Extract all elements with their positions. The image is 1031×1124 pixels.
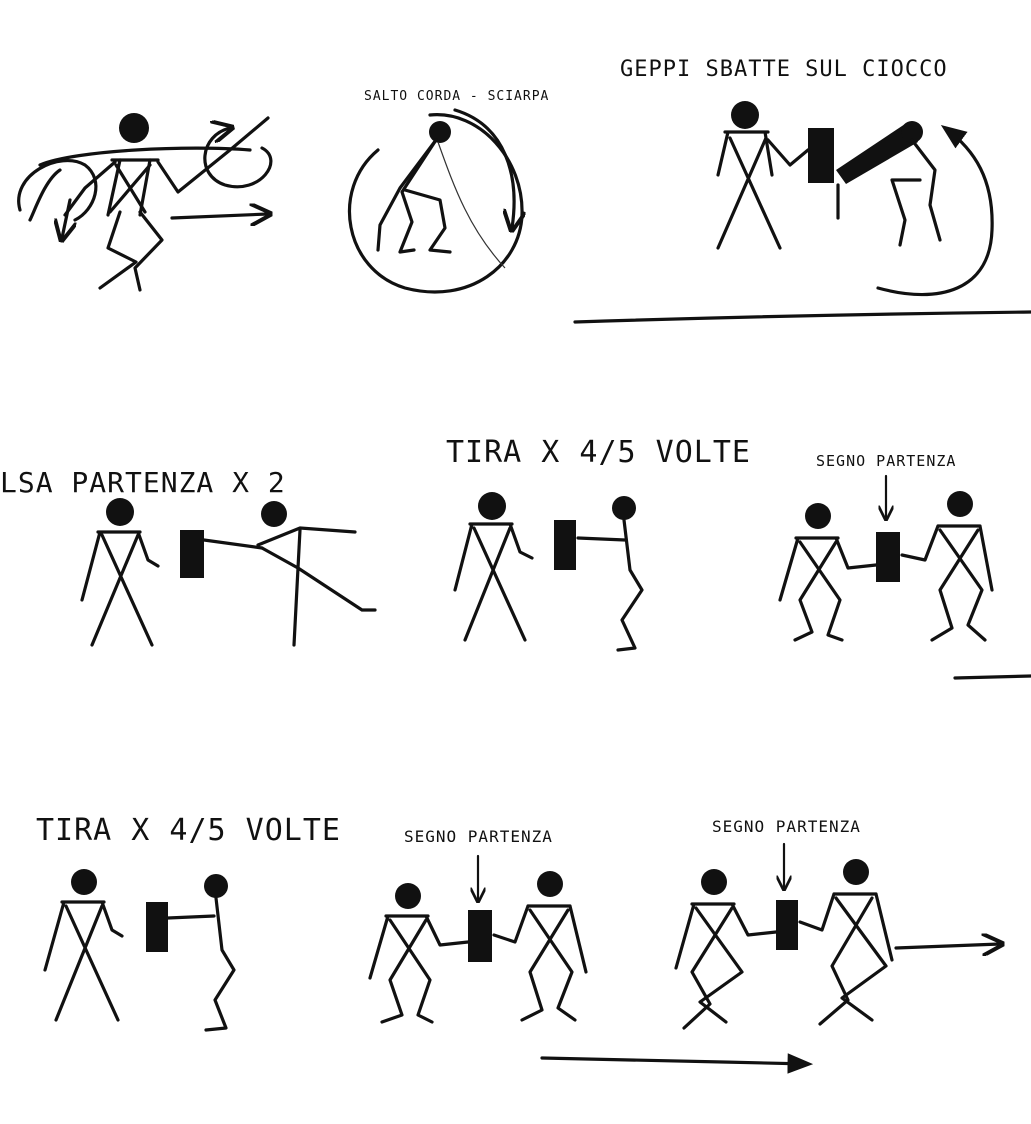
figure-cross bbox=[108, 163, 152, 214]
panel-5-caption: TIRA X 4/5 VOLTE bbox=[446, 435, 751, 470]
figure-legs bbox=[90, 533, 154, 647]
panel-4-false-start: LSA PARTENZA X 2 bbox=[0, 466, 377, 647]
figure-head bbox=[731, 101, 759, 129]
motion-arrow bbox=[540, 1053, 814, 1074]
figure-head bbox=[947, 491, 973, 517]
rope-line bbox=[202, 538, 264, 550]
figure-body bbox=[398, 138, 438, 254]
club bbox=[836, 122, 918, 184]
figure-body bbox=[204, 896, 236, 1032]
log-block bbox=[554, 520, 576, 570]
run-arrow bbox=[894, 944, 1000, 948]
figure-legs bbox=[463, 526, 527, 642]
panel-8-caption: SEGNO PARTENZA bbox=[404, 827, 553, 846]
figure-legs bbox=[818, 896, 888, 1026]
figure-torso bbox=[778, 536, 878, 602]
log-block bbox=[146, 902, 168, 952]
figure-legs bbox=[380, 918, 434, 1024]
panel-6-caption: SEGNO PARTENZA bbox=[816, 452, 956, 470]
figure-torso bbox=[900, 524, 994, 592]
rope-circle bbox=[347, 113, 524, 294]
figure-head bbox=[901, 121, 923, 143]
figure-right-body bbox=[890, 138, 942, 247]
figure-head bbox=[612, 496, 636, 520]
figure-torso bbox=[453, 522, 534, 592]
figure-legs bbox=[930, 528, 987, 642]
figure-head bbox=[119, 113, 149, 143]
figure-left-leg bbox=[98, 210, 138, 290]
log-block bbox=[876, 532, 900, 582]
figure-head bbox=[395, 883, 421, 909]
panel-7-caption: TIRA X 4/5 VOLTE bbox=[36, 813, 341, 848]
scarf-line bbox=[38, 146, 252, 167]
figure-legs bbox=[54, 904, 120, 1022]
scarf-line bbox=[437, 141, 506, 269]
panel-4-caption: LSA PARTENZA X 2 bbox=[0, 466, 286, 499]
ground-line bbox=[953, 674, 1031, 680]
motion-arrow bbox=[170, 214, 268, 218]
figure-legs bbox=[682, 906, 744, 1030]
panel-2-rope-jump: SALTO CORDA - SCIARPA bbox=[347, 89, 549, 294]
figure-torso bbox=[492, 904, 588, 974]
figure-head bbox=[261, 501, 287, 527]
figure-body bbox=[616, 518, 644, 652]
rope-line bbox=[166, 914, 216, 920]
panel-3-caption: GEPPI SBATTE SUL CIOCCO bbox=[620, 57, 948, 82]
figure-torso bbox=[798, 892, 894, 962]
ground-line bbox=[573, 310, 1031, 324]
figure-right-arm bbox=[156, 116, 270, 194]
figure-head bbox=[843, 859, 869, 885]
panel-3-bang-log: GEPPI SBATTE SUL CIOCCO bbox=[573, 57, 1031, 324]
figure-head bbox=[701, 869, 727, 895]
panel-7-pull: TIRA X 4/5 VOLTE bbox=[36, 813, 341, 1032]
spin-loop-left bbox=[17, 159, 98, 222]
figure-leg bbox=[292, 528, 302, 647]
panel-1-spin-figure bbox=[17, 113, 273, 292]
spin-arrow-down bbox=[62, 198, 70, 238]
figure-head bbox=[478, 492, 506, 520]
rope-arrow bbox=[453, 108, 514, 228]
panel-8-start-mark: SEGNO PARTENZA bbox=[368, 827, 814, 1074]
figure-arms-body bbox=[256, 526, 377, 612]
panel-9-caption: SEGNO PARTENZA bbox=[712, 817, 861, 836]
figure-head bbox=[204, 874, 228, 898]
figure-torso bbox=[43, 900, 124, 972]
figure-legs bbox=[520, 908, 577, 1022]
figure-head bbox=[106, 498, 134, 526]
panel-6-start-mark: SEGNO PARTENZA bbox=[778, 452, 1031, 680]
figure-right-leg bbox=[133, 210, 164, 292]
figure-head bbox=[71, 869, 97, 895]
panel-2-caption: SALTO CORDA - SCIARPA bbox=[364, 89, 549, 104]
panel-9-start-run: SEGNO PARTENZA bbox=[674, 817, 1000, 1030]
figure-front-leg bbox=[403, 188, 452, 254]
spin-stroke bbox=[28, 168, 62, 222]
figure-torso bbox=[80, 530, 160, 602]
figure-head bbox=[805, 503, 831, 529]
spin-loop-right bbox=[203, 128, 273, 189]
rope-line bbox=[576, 536, 627, 542]
panel-5-pull: TIRA X 4/5 VOLTE bbox=[446, 435, 751, 652]
swing-arrow bbox=[876, 124, 994, 297]
figure-arm bbox=[766, 138, 810, 167]
figure-torso bbox=[674, 902, 778, 970]
figure-back-leg bbox=[376, 138, 438, 252]
figure-legs bbox=[716, 136, 782, 250]
figure-head bbox=[537, 871, 563, 897]
log-block bbox=[776, 900, 798, 950]
log-block bbox=[808, 128, 834, 183]
figure-left-arm bbox=[63, 160, 117, 217]
figure-legs bbox=[793, 540, 844, 642]
log-block bbox=[180, 530, 204, 578]
log-block bbox=[468, 910, 492, 962]
figure-head bbox=[429, 121, 451, 143]
figure-torso bbox=[368, 914, 470, 980]
